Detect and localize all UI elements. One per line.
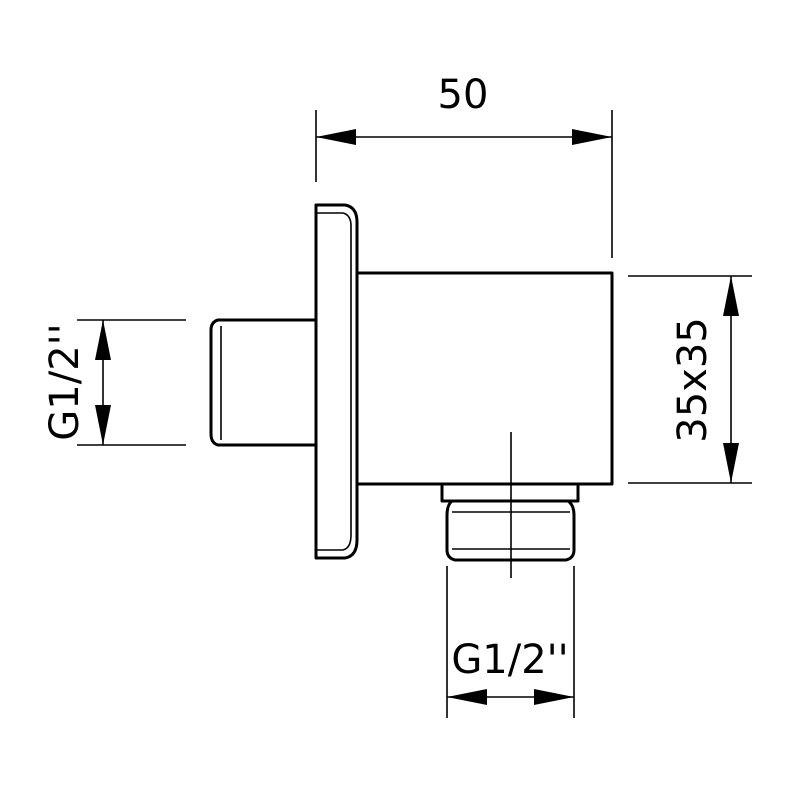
inlet-stub xyxy=(209,318,318,447)
dimension-50: 50 xyxy=(315,72,613,258)
outlet-connector xyxy=(440,482,580,562)
square-body xyxy=(355,271,614,486)
dimension-inlet-thread-label: G1/2'' xyxy=(42,323,88,440)
wall-flange xyxy=(314,203,359,560)
dimension-50-label: 50 xyxy=(438,72,489,118)
dimension-inlet-thread: G1/2'' xyxy=(42,319,186,446)
dimension-outlet-thread-label: G1/2'' xyxy=(451,637,568,683)
dimension-35x35-label: 35x35 xyxy=(670,317,716,442)
dimension-35x35: 35x35 xyxy=(628,275,752,484)
dimension-outlet-thread: G1/2'' xyxy=(446,566,575,718)
